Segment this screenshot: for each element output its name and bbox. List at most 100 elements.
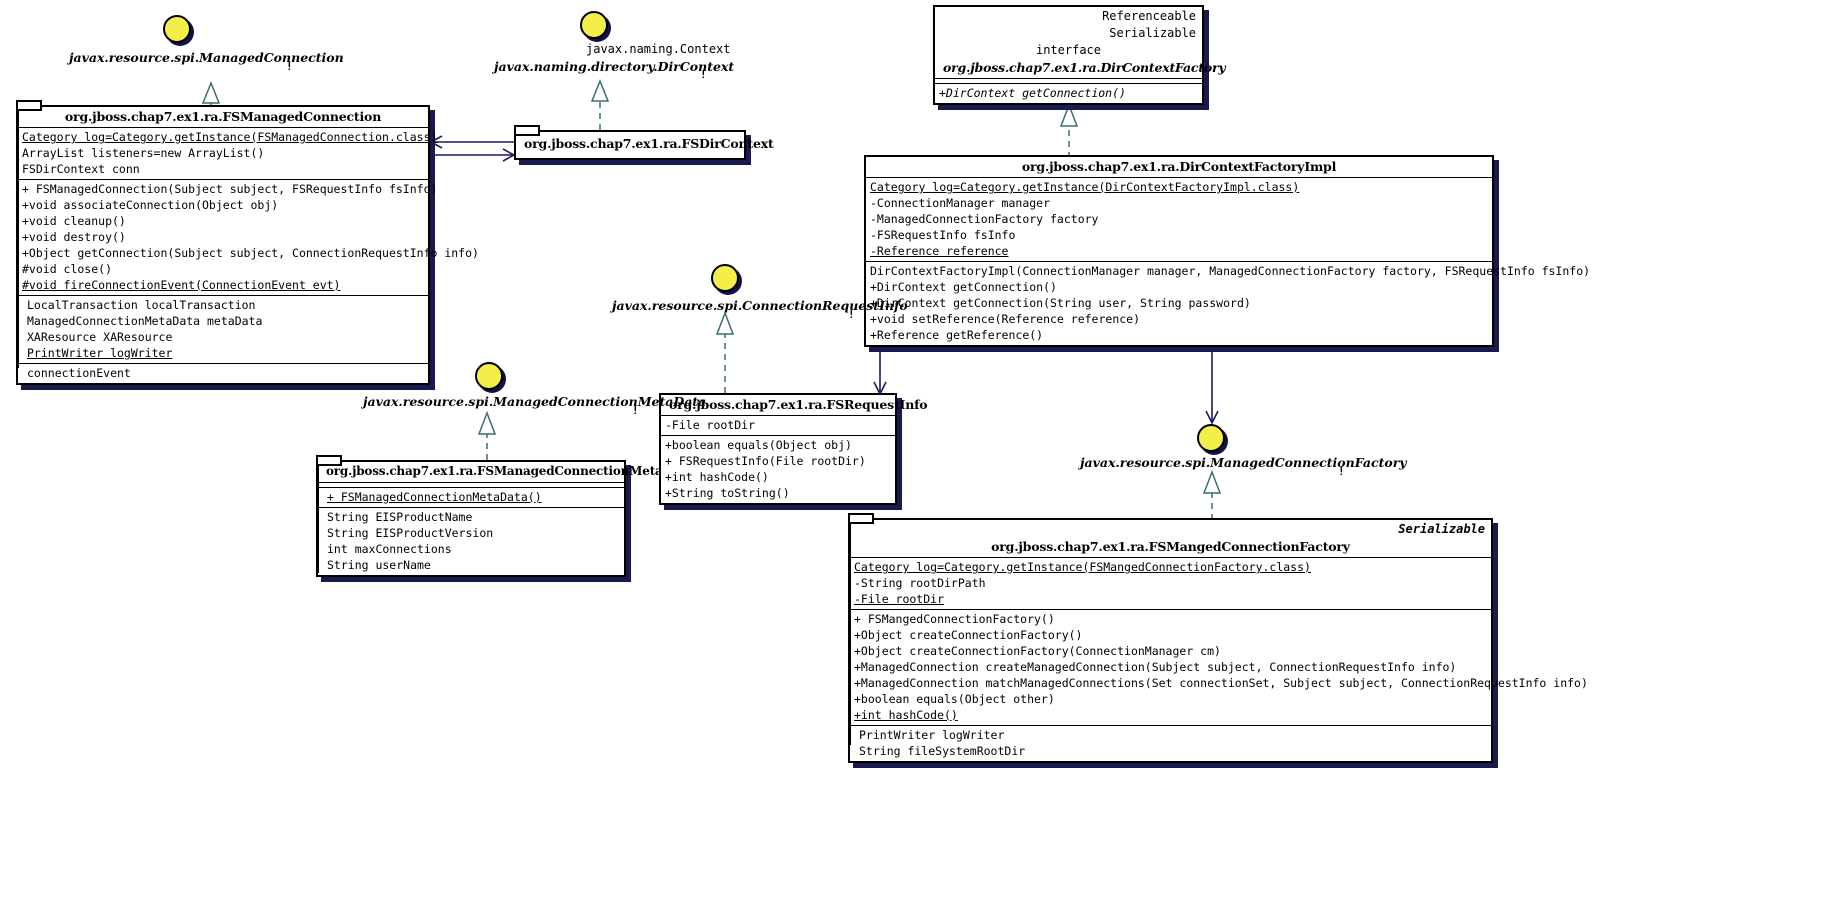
interface-ball-icon: [711, 264, 739, 292]
attribute-compartment: Category log=Category.getInstance(DirCon…: [866, 177, 1492, 261]
class-operation: #void fireConnectionEvent(ConnectionEven…: [22, 278, 341, 292]
interface-ball-icon: [163, 15, 191, 43]
realization-fsmanagedconnectionfactory: [1202, 469, 1222, 520]
operation-compartment: + FSManagedConnectionMetaData(): [318, 487, 624, 507]
interface-label: javax.resource.spi.ConnectionRequestInfo: [612, 298, 908, 313]
interface-ball-icon: [580, 11, 608, 39]
interface-ball-icon: [475, 362, 503, 390]
class-leftbar-decor: [848, 513, 851, 745]
class-stereotype: Serializable: [1109, 26, 1196, 40]
operation-compartment: DirContextFactoryImpl(ConnectionManager …: [866, 261, 1591, 345]
class-operation: + FSManagedConnectionMetaData(): [327, 490, 542, 504]
class-extra: connectionEvent: [27, 366, 131, 380]
class-operation: +void setReference(Reference reference): [870, 312, 1141, 326]
property-compartment: PrintWriter logWriter String fileSystemR…: [850, 725, 1491, 761]
property-compartment: String EISProductName String EISProductV…: [318, 507, 624, 575]
realization-fsrequestinfo: [715, 310, 735, 393]
class-operation: +Object createConnectionFactory(Connecti…: [854, 644, 1221, 658]
class-notch-icon: [848, 513, 874, 524]
class-property: LocalTransaction localTransaction: [27, 298, 256, 312]
class-attribute: -Reference reference: [870, 244, 1009, 258]
class-attribute: Category log=Category.getInstance(DirCon…: [870, 180, 1300, 194]
class-operation: + FSMangedConnectionFactory(): [854, 612, 1055, 626]
class-stereotype: Serializable: [1398, 522, 1485, 536]
interface-tick: !: [848, 308, 855, 321]
class-leftbar-decor: [316, 455, 319, 573]
property-compartment: LocalTransaction localTransaction Manage…: [18, 295, 428, 363]
class-attribute: Category log=Category.getInstance(FSMana…: [22, 130, 438, 144]
class-box-fsdircontext[interactable]: org.jboss.chap7.ex1.ra.FSDirContext: [514, 125, 774, 160]
class-property: String userName: [327, 558, 431, 572]
class-operation: + FSRequestInfo(File rootDir): [665, 454, 866, 468]
class-box-fsmanagedconnectionfactory[interactable]: Serializable org.jboss.chap7.ex1.ra.FSMa…: [848, 513, 1588, 763]
class-attribute: ArrayList listeners=new ArrayList(): [22, 146, 265, 160]
class-title: org.jboss.chap7.ex1.ra.FSManagedConnecti…: [64, 109, 382, 124]
class-operation: +int hashCode(): [854, 708, 958, 722]
operation-compartment: +DirContext getConnection(): [935, 83, 1202, 103]
extra-compartment: connectionEvent: [18, 363, 428, 383]
class-operation: +void associateConnection(Object obj): [22, 198, 279, 212]
class-title: org.jboss.chap7.ex1.ra.DirContextFactory: [943, 60, 1226, 75]
class-box-fsrequestinfo[interactable]: org.jboss.chap7.ex1.ra.FSRequestInfo -Fi…: [659, 393, 928, 505]
class-notch-icon: [16, 100, 42, 111]
class-operation: +Object createConnectionFactory(): [854, 628, 1083, 642]
attribute-compartment: Category log=Category.getInstance(FSMana…: [18, 127, 438, 179]
class-operation: DirContextFactoryImpl(ConnectionManager …: [870, 264, 1591, 278]
class-box-dircontextfactoryimpl[interactable]: org.jboss.chap7.ex1.ra.DirContextFactory…: [864, 155, 1591, 347]
class-box-dircontextfactory[interactable]: Referenceable Serializable interface org…: [933, 5, 1226, 105]
class-attribute: Category log=Category.getInstance(FSMang…: [854, 560, 1311, 574]
attribute-compartment: Category log=Category.getInstance(FSMang…: [850, 557, 1491, 609]
class-attribute: -File rootDir: [854, 592, 945, 606]
class-operation: #void close(): [22, 262, 113, 276]
class-operation: +DirContext getConnection(): [939, 86, 1126, 100]
class-title: org.jboss.chap7.ex1.ra.FSRequestInfo: [669, 397, 928, 412]
class-property: String fileSystemRootDir: [859, 744, 1026, 758]
class-operation: +boolean equals(Object obj): [665, 438, 852, 452]
interface-label: javax.resource.spi.ManagedConnection: [69, 50, 344, 65]
class-operation: +DirContext getConnection(String user, S…: [870, 296, 1251, 310]
class-notch-icon: [316, 455, 342, 466]
class-attribute: -String rootDirPath: [854, 576, 986, 590]
class-operation: +ManagedConnection matchManagedConnectio…: [854, 676, 1588, 690]
association-fsmanagedconnection-fsdircontext: [429, 135, 516, 162]
realization-fsmanagedconnectionmetadata: [477, 410, 497, 460]
class-property: String EISProductName: [327, 510, 473, 524]
class-title: org.jboss.chap7.ex1.ra.FSManagedConnecti…: [326, 464, 694, 478]
class-operation: +int hashCode(): [665, 470, 769, 484]
class-operation: +Object getConnection(Subject subject, C…: [22, 246, 479, 260]
class-operation: +DirContext getConnection(): [870, 280, 1057, 294]
operation-compartment: + FSManagedConnection(Subject subject, F…: [18, 179, 479, 295]
interface-tick: !: [700, 68, 707, 81]
class-stereotype: interface: [1035, 43, 1102, 57]
class-operation: +ManagedConnection createManagedConnecti…: [854, 660, 1457, 674]
interface-label: javax.resource.spi.ManagedConnectionFact…: [1080, 455, 1407, 470]
class-operation: +Reference getReference(): [870, 328, 1044, 342]
interface-tick: !: [286, 60, 293, 73]
interface-ball-icon: [1197, 424, 1225, 452]
class-property: PrintWriter logWriter: [859, 728, 1005, 742]
interface-tick: !: [632, 404, 639, 417]
class-property: PrintWriter logWriter: [27, 346, 173, 360]
class-box-fsmanagedconnectionmetadata[interactable]: org.jboss.chap7.ex1.ra.FSManagedConnecti…: [316, 455, 694, 577]
realization-fsdircontext: [590, 78, 610, 130]
class-box-fsmanagedconnection[interactable]: org.jboss.chap7.ex1.ra.FSManagedConnecti…: [16, 100, 479, 385]
attribute-compartment: [935, 78, 1202, 83]
class-property: int maxConnections: [327, 542, 452, 556]
class-operation: +void destroy(): [22, 230, 126, 244]
class-leftbar-decor: [16, 100, 19, 368]
operation-compartment: +boolean equals(Object obj) + FSRequestI…: [661, 435, 895, 503]
class-title: org.jboss.chap7.ex1.ra.DirContextFactory…: [1021, 159, 1337, 174]
attribute-compartment: [318, 482, 624, 487]
operation-compartment: + FSMangedConnectionFactory() +Object cr…: [850, 609, 1588, 725]
interface-tick: !: [1338, 465, 1345, 478]
class-attribute: -ConnectionManager manager: [870, 196, 1051, 210]
class-notch-icon: [514, 125, 540, 136]
class-property: String EISProductVersion: [327, 526, 494, 540]
class-title: org.jboss.chap7.ex1.ra.FSMangedConnectio…: [991, 539, 1350, 554]
class-operation: +void cleanup(): [22, 214, 126, 228]
class-attribute: FSDirContext conn: [22, 162, 140, 176]
interface-label: javax.resource.spi.ManagedConnectionMeta…: [363, 394, 707, 409]
class-property: XAResource XAResource: [27, 330, 173, 344]
attribute-compartment: -File rootDir: [661, 415, 895, 435]
